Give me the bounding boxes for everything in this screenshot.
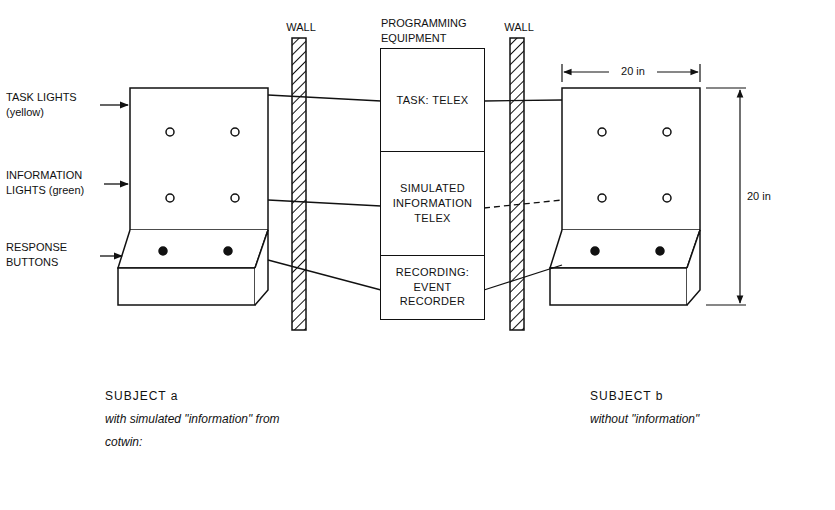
part-label: RESPONSE BUTTONS (6, 240, 96, 270)
wall-label: WALL (279, 20, 323, 35)
dimension-label: 20 in (747, 189, 787, 204)
dimension-label: 20 in (609, 64, 657, 79)
node-text: PROGRAMMING EQUIPMENT (381, 16, 493, 45)
console-left (118, 88, 268, 305)
connector (268, 200, 381, 206)
wall (292, 38, 306, 330)
connector (484, 100, 562, 101)
connector (484, 265, 562, 290)
programming-equipment: TASK: TELEX SIMULATED INFORMATION TELEX RE… (380, 48, 485, 320)
node-text: TASK: TELEX (397, 93, 469, 108)
task-box: TASK: TELEX (381, 49, 484, 151)
part-label: TASK LIGHTS (yellow) (6, 90, 96, 120)
subject-console: SUBJECT awith simulated "information" fr… (118, 88, 268, 305)
node-text: SUBJECT b (590, 388, 720, 404)
node-text: with simulated "information" from cotwin… (105, 408, 290, 454)
connector (484, 200, 562, 208)
node-text: SIMULATED INFORMATION TELEX (385, 181, 480, 226)
information-box: SIMULATED INFORMATION TELEX (381, 151, 484, 255)
node-text: SUBJECT a (105, 388, 235, 404)
node-text: without "information" (590, 408, 775, 431)
part-label: INFORMATION LIGHTS (green) (6, 168, 102, 198)
leader-arrow (100, 105, 128, 256)
recording-box: RECORDING: EVENT RECORDER (381, 255, 484, 318)
console-right (550, 88, 700, 305)
wall (510, 38, 524, 330)
node-text: RECORDING: EVENT RECORDER (385, 265, 480, 310)
connector (268, 95, 381, 101)
dimension-line (562, 64, 746, 305)
wall-label: WALL (497, 20, 541, 35)
subject-console: SUBJECT bwithout "information" (562, 88, 700, 305)
connector (268, 260, 381, 290)
